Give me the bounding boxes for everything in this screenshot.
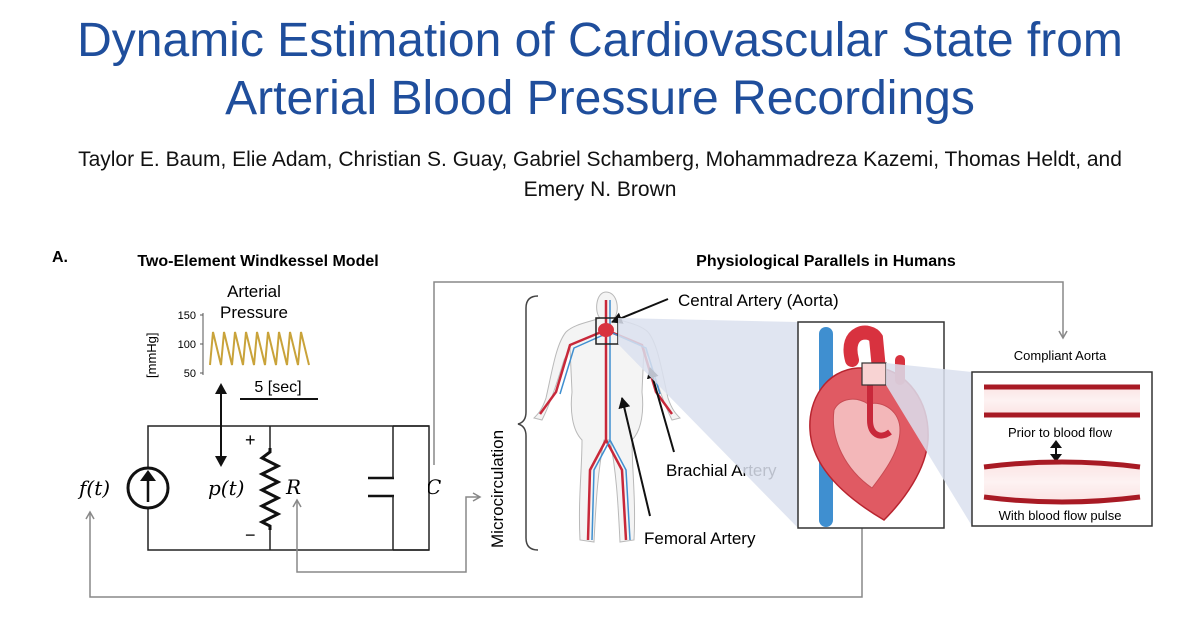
microcirculation-brace bbox=[517, 295, 539, 551]
heart-illustration bbox=[809, 325, 929, 527]
minus-sign: − bbox=[245, 525, 256, 545]
aorta-wall bbox=[983, 459, 1141, 470]
connector-heart-to-flow bbox=[85, 510, 863, 598]
brachial-artery-pointer bbox=[646, 367, 675, 453]
flow-symbol: f(t) bbox=[77, 476, 110, 500]
prior-flow-label: Prior to blood flow bbox=[1008, 425, 1113, 440]
y-tick-label: 50 bbox=[184, 368, 196, 380]
pressure-label-1: Arterial bbox=[227, 282, 281, 301]
femoral-artery-label: Femoral Artery bbox=[644, 529, 756, 548]
aorta-lumen-rest bbox=[984, 386, 1140, 416]
arrow-head bbox=[140, 470, 156, 481]
pressure-symbol: p(t) bbox=[208, 476, 244, 500]
with-flow-label: With blood flow pulse bbox=[999, 508, 1122, 523]
central-artery-label: Central Artery (Aorta) bbox=[678, 291, 839, 310]
connector-resistance-to-microcirculation bbox=[296, 492, 482, 573]
title-line-1: Dynamic Estimation of Cardiovascular Sta… bbox=[77, 14, 1123, 67]
resistor bbox=[258, 448, 282, 530]
plus-sign: + bbox=[245, 430, 256, 450]
femoral-artery-pointer bbox=[618, 397, 651, 517]
connector-capacitance-to-aorta bbox=[433, 281, 1068, 465]
compliant-aorta-label: Compliant Aorta bbox=[1014, 348, 1107, 363]
zoom-wedge-heart bbox=[618, 318, 798, 528]
panel-label: A. bbox=[52, 249, 68, 266]
aorta-wall bbox=[983, 494, 1141, 505]
y-unit-label: [mmHg] bbox=[144, 333, 159, 379]
authors-line-1: Taylor E. Baum, Elie Adam, Christian S. … bbox=[78, 148, 1122, 171]
windkessel-circuit: f(t) R + − p(t) C bbox=[77, 425, 441, 551]
aorta-focus-box bbox=[861, 362, 887, 386]
authors-line-2: Emery N. Brown bbox=[523, 178, 677, 201]
capacitance-symbol: C bbox=[426, 475, 441, 499]
time-scale-label: 5 [sec] bbox=[254, 379, 301, 396]
aorta-lumen-pulse bbox=[984, 462, 1140, 502]
title-line-2: Arterial Blood Pressure Recordings bbox=[225, 72, 975, 125]
pressure-waveform bbox=[209, 331, 310, 366]
y-tick-label: 150 bbox=[178, 310, 196, 322]
right-heading: Physiological Parallels in Humans bbox=[696, 253, 956, 270]
y-tick-label: 100 bbox=[178, 339, 196, 351]
left-heading: Two-Element Windkessel Model bbox=[137, 253, 378, 270]
resistance-symbol: R bbox=[285, 475, 301, 499]
pressure-label-2: Pressure bbox=[220, 303, 288, 322]
zoom-wedge-aorta bbox=[886, 363, 972, 526]
pressure-plot: Arterial Pressure [mmHg] 150 100 50 5 [s… bbox=[144, 282, 318, 400]
microcirculation-label: Microcirculation bbox=[488, 430, 507, 548]
